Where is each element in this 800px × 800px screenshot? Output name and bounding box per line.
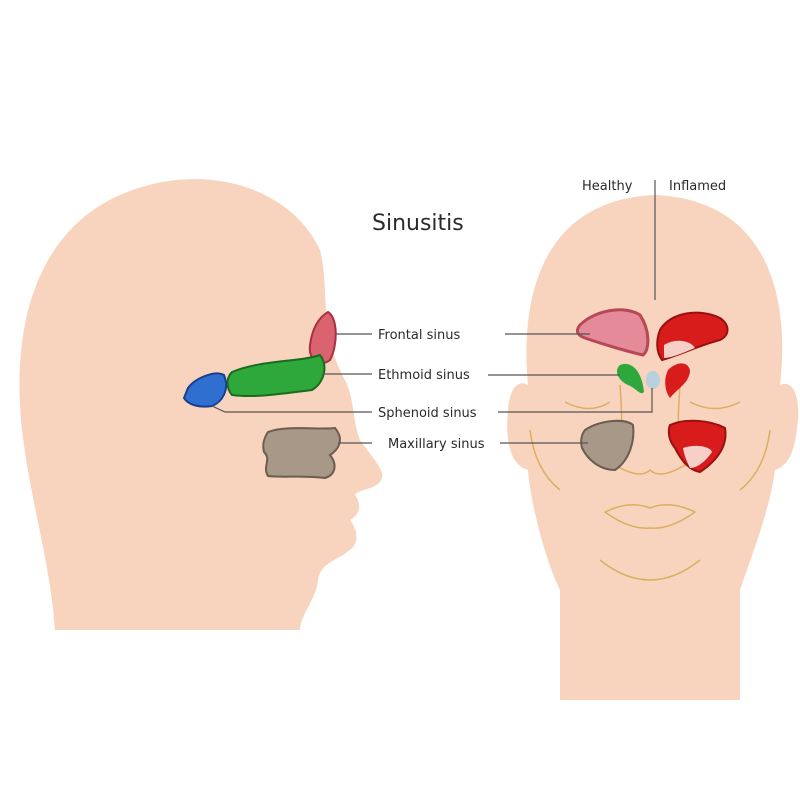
inflamed-frontal-highlight [664,340,695,358]
inflamed-maxillary-highlight [683,445,712,468]
frontal-sinus-label: Frontal sinus [378,328,460,343]
side-sphenoid-sinus [182,372,228,408]
leader-lines [211,180,656,444]
side-maxillary-sinus [262,426,341,480]
healthy-label: Healthy [582,179,633,194]
side-ethmoid-sinus [226,353,326,398]
inflamed-ethmoid-sinus [665,363,690,398]
inflamed-label: Inflamed [669,179,726,194]
sphenoid-sinus-label: Sphenoid sinus [378,406,477,421]
sphenoid-spot [646,371,660,389]
diagram-title: Sinusitis [372,211,464,236]
front-head [507,195,799,700]
healthy-ethmoid-sinus [616,363,644,394]
maxillary-sinus-label: Maxillary sinus [388,437,485,452]
healthy-maxillary-sinus [580,419,635,472]
ethmoid-sinus-label: Ethmoid sinus [378,368,470,383]
healthy-frontal-sinus [575,308,650,357]
